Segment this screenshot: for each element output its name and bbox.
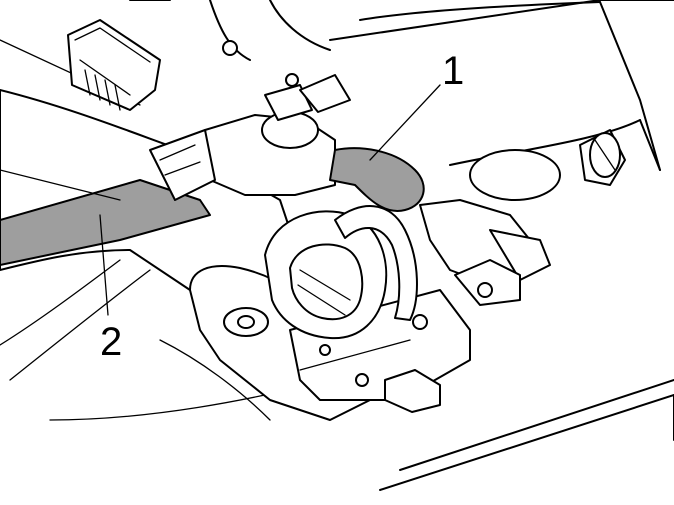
coolant-pipe [334, 205, 428, 330]
valve-actuator [149, 40, 351, 201]
sensor-assembly [419, 129, 626, 306]
callout-2: 2 [99, 214, 122, 364]
subframe [0, 89, 301, 381]
callout-1: 1 [369, 49, 464, 161]
callout-1-label: 1 [442, 49, 464, 93]
callout-1-leader [369, 84, 441, 161]
highlighted-subframe-bar [0, 179, 211, 266]
electrical-connector [67, 19, 161, 111]
engine-housing [0, 0, 674, 491]
hose-loop [264, 210, 388, 340]
highlighted-hose [329, 147, 425, 212]
callout-2-label: 2 [100, 320, 122, 364]
callout-2-leader [99, 214, 109, 316]
